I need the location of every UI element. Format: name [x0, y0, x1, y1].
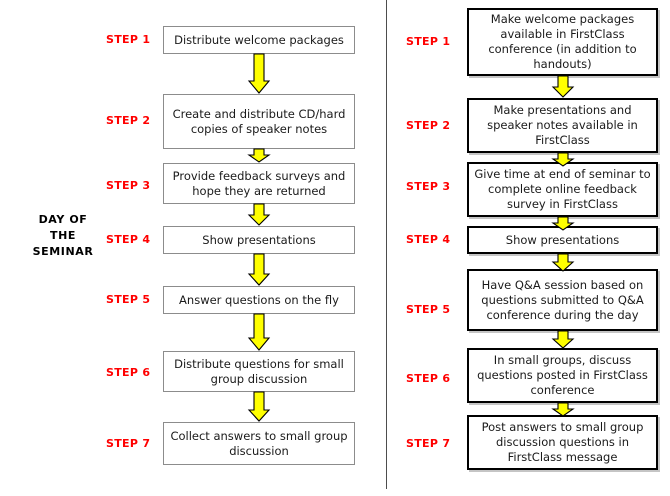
right-process-box-3: Give time at end of seminar to complete … — [467, 162, 658, 217]
left-process-box-7: Collect answers to small group discussio… — [163, 422, 355, 465]
left-step-label-3: STEP 3 — [106, 179, 151, 192]
down-arrow-icon — [247, 313, 271, 351]
left-step-label-5: STEP 5 — [106, 293, 151, 306]
right-step-label-6: STEP 6 — [406, 372, 451, 385]
right-step-label-5: STEP 5 — [406, 303, 451, 316]
down-arrow-icon — [551, 253, 575, 272]
down-arrow-icon — [551, 330, 575, 349]
down-arrow-icon — [247, 391, 271, 422]
right-process-box-1: Make welcome packages available in First… — [467, 8, 658, 76]
down-arrow-icon — [551, 152, 575, 167]
right-step-label-3: STEP 3 — [406, 180, 451, 193]
day-of-seminar-caption: DAY OF THE SEMINAR — [8, 212, 118, 260]
right-step-label-1: STEP 1 — [406, 35, 451, 48]
caption-line-3: SEMINAR — [32, 245, 94, 258]
down-arrow-icon — [551, 75, 575, 98]
right-process-box-2: Make presentations and speaker notes ava… — [467, 98, 658, 153]
left-process-box-4: Show presentations — [163, 226, 355, 254]
right-process-box-5: Have Q&A session based on questions subm… — [467, 269, 658, 331]
left-process-box-2: Create and distribute CD/hard copies of … — [163, 94, 355, 149]
left-process-box-3: Provide feedback surveys and hope they a… — [163, 163, 355, 204]
right-step-label-7: STEP 7 — [406, 437, 451, 450]
left-process-box-1: Distribute welcome packages — [163, 26, 355, 54]
down-arrow-icon — [247, 253, 271, 286]
left-step-label-2: STEP 2 — [106, 114, 151, 127]
left-step-label-4: STEP 4 — [106, 233, 151, 246]
right-process-box-7: Post answers to small group discussion q… — [467, 415, 658, 470]
down-arrow-icon — [551, 216, 575, 231]
right-process-box-6: In small groups, discuss questions poste… — [467, 348, 658, 403]
left-process-box-6: Distribute questions for small group dis… — [163, 351, 355, 392]
left-step-label-7: STEP 7 — [106, 437, 151, 450]
down-arrow-icon — [247, 53, 271, 94]
column-divider — [386, 0, 387, 489]
right-step-label-4: STEP 4 — [406, 233, 451, 246]
left-process-box-5: Answer questions on the fly — [163, 286, 355, 314]
right-step-label-2: STEP 2 — [406, 119, 451, 132]
down-arrow-icon — [551, 402, 575, 417]
down-arrow-icon — [247, 203, 271, 226]
caption-line-1: DAY OF — [38, 213, 88, 226]
down-arrow-icon — [247, 148, 271, 163]
left-step-label-6: STEP 6 — [106, 366, 151, 379]
left-step-label-1: STEP 1 — [106, 33, 151, 46]
caption-line-2: THE — [49, 229, 77, 242]
